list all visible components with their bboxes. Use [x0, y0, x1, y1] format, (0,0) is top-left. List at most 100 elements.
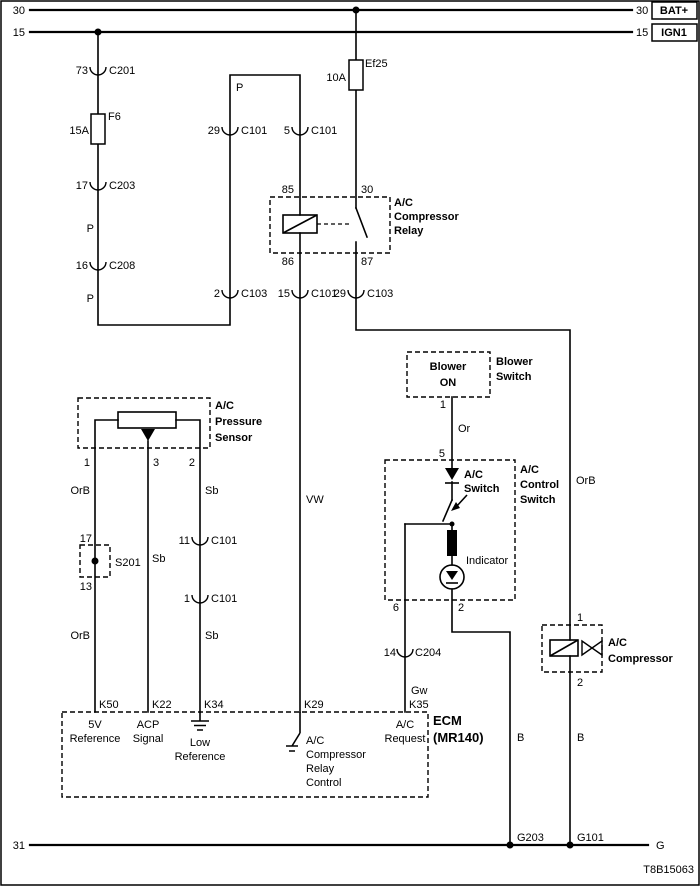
- fuse-f6-rating: 15A: [69, 125, 89, 137]
- connector-c201-icon: [89, 66, 107, 76]
- connector-c204-icon: [396, 648, 414, 658]
- connector-c204-pin: 14: [384, 647, 396, 659]
- wire-color-vw: VW: [306, 494, 324, 506]
- k35-label-2: Request: [385, 733, 426, 745]
- connector-c101-29-icon: [221, 126, 239, 136]
- fuse-ef25-name: Ef25: [365, 58, 388, 70]
- acs-label-3: Switch: [520, 494, 556, 506]
- bus30-junction-dot: [352, 6, 360, 14]
- wire-color-sb-2: Sb: [152, 553, 165, 565]
- k29-label-4: Control: [306, 777, 341, 789]
- g203-label: G203: [517, 832, 544, 844]
- fuse-ef25-symbol: [348, 59, 364, 91]
- wire-color-sb-3: Sb: [205, 630, 218, 642]
- connector-c103-29-icon: [347, 289, 365, 299]
- wire-color-p-2: P: [87, 293, 94, 305]
- connector-c208-icon: [89, 261, 107, 271]
- wire-color-p-1: P: [87, 223, 94, 235]
- ac-switch-blade: [441, 498, 454, 523]
- sensor-label-1: A/C: [215, 400, 234, 412]
- ac-switch-pointer-arrow-icon: [451, 502, 460, 511]
- acs-label-2: Control: [520, 479, 559, 491]
- connector-c101-11-icon: [191, 536, 209, 546]
- connector-c208-pin: 16: [76, 260, 88, 272]
- s201-name: S201: [115, 557, 141, 569]
- k50-label-1: 5V: [88, 719, 102, 731]
- blower-on-label-1: Blower: [430, 361, 467, 373]
- sensor-label-2: Pressure: [215, 416, 262, 428]
- connector-c101-15-pin: 15: [278, 288, 290, 300]
- connector-c101-5-pin: 5: [284, 125, 290, 137]
- connector-c101-11-name: C101: [211, 535, 237, 547]
- blower-switch-box: [406, 351, 491, 398]
- connector-c103-2-name: C103: [241, 288, 267, 300]
- k35-label-1: A/C: [396, 719, 414, 731]
- bus-31-label: 31: [13, 840, 25, 852]
- k29-driver-ground-icon: [286, 712, 301, 752]
- compressor-coil-diagonal: [549, 639, 579, 657]
- bus-30-label-right: 30: [636, 5, 648, 17]
- part-number: T8B15063: [643, 864, 694, 876]
- g203-ground-dot: [506, 841, 514, 849]
- sensor-label-3: Sensor: [215, 432, 253, 444]
- wire-color-sb-1: Sb: [205, 485, 218, 497]
- sensor-pin-2: 2: [189, 457, 195, 469]
- compressor-clutch-icon: [581, 639, 603, 657]
- wire-color-gw: Gw: [411, 685, 428, 697]
- bat-box: [651, 1, 698, 20]
- fuse-f6-symbol: [90, 113, 106, 145]
- k29-label-3: Relay: [306, 763, 335, 775]
- connector-c103-29-name: C103: [367, 288, 393, 300]
- compressor-label-1: A/C: [608, 637, 627, 649]
- bus15-junction-dot: [94, 28, 102, 36]
- connector-c203-pin: 17: [76, 180, 88, 192]
- bus-15-label-left: 15: [13, 27, 25, 39]
- connector-c101-1-icon: [191, 594, 209, 604]
- relay-label-1: A/C: [394, 197, 413, 209]
- ac-control-switch-box: [384, 459, 516, 601]
- sensor-pin-3: 3: [153, 457, 159, 469]
- ecm-name: ECM: [433, 713, 462, 728]
- wire-color-orb-2: OrB: [70, 630, 90, 642]
- acs-pin-2: 2: [458, 602, 464, 614]
- switch-branch-junction-dot: [449, 521, 455, 527]
- ecm-code: (MR140): [433, 730, 484, 745]
- sensor-pin-1: 1: [84, 457, 90, 469]
- ecm-pin-k22: K22: [152, 699, 172, 711]
- bus-15-label-right: 15: [636, 27, 648, 39]
- compressor-coil-symbol: [549, 639, 579, 657]
- acs-pin-6: 6: [393, 602, 399, 614]
- connector-c208-name: C208: [109, 260, 135, 272]
- ecm-box: [61, 711, 429, 798]
- fuse-f6-name: F6: [108, 111, 121, 123]
- bat-label: BAT+: [660, 5, 688, 17]
- connector-c103-2-icon: [221, 289, 239, 299]
- connector-c204-name: C204: [415, 647, 441, 659]
- switched-power-wire: [355, 241, 571, 641]
- connector-c101-15-icon: [291, 289, 309, 299]
- relay-pin-86: 86: [282, 256, 294, 268]
- ac-switch-label-2: Switch: [464, 483, 500, 495]
- connector-c101-15-name: C101: [311, 288, 337, 300]
- blower-on-label-2: ON: [440, 377, 457, 389]
- s201-pin-17: 17: [80, 533, 92, 545]
- sensor-resistor-symbol: [117, 411, 177, 429]
- compressor-pin-1: 1: [577, 612, 583, 624]
- connector-c101-29-name: C101: [241, 125, 267, 137]
- compressor-pin-2: 2: [577, 677, 583, 689]
- blower-switch-label-1: Blower: [496, 356, 533, 368]
- switch-branch-wire: [404, 523, 453, 531]
- ecm-pin-k34: K34: [204, 699, 224, 711]
- relay-pin-87: 87: [361, 256, 373, 268]
- compressor-label-2: Compressor: [608, 653, 674, 665]
- ac-pressure-sensor-box: [77, 397, 211, 449]
- connector-c201-pin: 73: [76, 65, 88, 77]
- ecm-pin-k50: K50: [99, 699, 119, 711]
- ign-label: IGN1: [661, 27, 687, 39]
- indicator-led-triangle: [446, 571, 458, 580]
- g101-label: G101: [577, 832, 604, 844]
- k29-label-2: Compressor: [306, 749, 366, 761]
- ground-g-label: G: [656, 840, 665, 852]
